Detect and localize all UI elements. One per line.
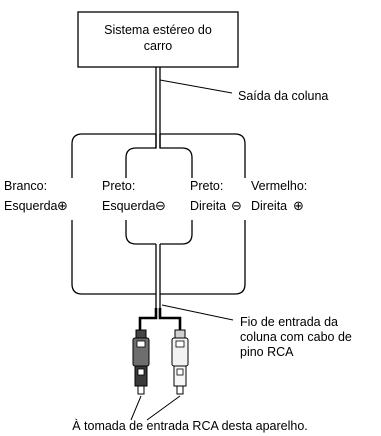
- wire-label-white-color: Branco:: [4, 179, 47, 193]
- car-stereo-unit-label-line1: Sistema estéreo do: [104, 23, 212, 37]
- wire-label-white-side: Esquerda: [4, 199, 58, 213]
- outer-wire-loop-bottom: [71, 220, 246, 295]
- rca-jack-destination-label: À tomada de entrada RCA desta aparelho.: [72, 418, 308, 433]
- input-wire-label-line2: coluna com cabo de: [240, 330, 352, 344]
- wire-label-black-left-side: Esquerda: [102, 199, 156, 213]
- wire-red-polarity-plus-icon: ⊕: [293, 199, 304, 214]
- wire-label-red-color: Vermelho:: [251, 179, 307, 193]
- input-wire-label-line3: pino RCA: [240, 345, 294, 359]
- car-stereo-unit-box: [77, 11, 239, 68]
- outer-wire-loop-top: [71, 133, 246, 178]
- speaker-output-label: Saída da coluna: [238, 89, 328, 103]
- wire-label-black-right-side: Direita: [190, 199, 226, 213]
- rca-plug-left-icon: [132, 329, 150, 395]
- wire-label-black-right-color: Preto:: [190, 179, 223, 193]
- rca-split-leads: [138, 308, 182, 330]
- wire-black-right-polarity-minus-icon: ⊖: [231, 199, 242, 214]
- wire-label-black-left-color: Preto:: [102, 179, 135, 193]
- wire-white-polarity-plus-icon: ⊕: [57, 199, 68, 214]
- input-wire-label-line1: Fio de entrada da: [240, 315, 338, 329]
- inner-wire-loop-bottom: [125, 220, 193, 245]
- rca-jack-leader-left: [130, 395, 142, 421]
- speaker-output-leader-line: [159, 79, 233, 94]
- wire-black-left-polarity-minus-icon: ⊖: [155, 199, 166, 214]
- input-wire-leader-line: [161, 304, 234, 321]
- speaker-output-cable: [155, 67, 161, 134]
- car-stereo-unit-label-line2: carro: [144, 39, 173, 53]
- inner-wire-loop-top: [125, 134, 193, 178]
- rca-jack-leader-right: [146, 395, 181, 421]
- speaker-input-cable: [155, 134, 161, 308]
- wire-label-red-side: Direita: [251, 199, 287, 213]
- rca-plug-right-icon: [171, 329, 189, 395]
